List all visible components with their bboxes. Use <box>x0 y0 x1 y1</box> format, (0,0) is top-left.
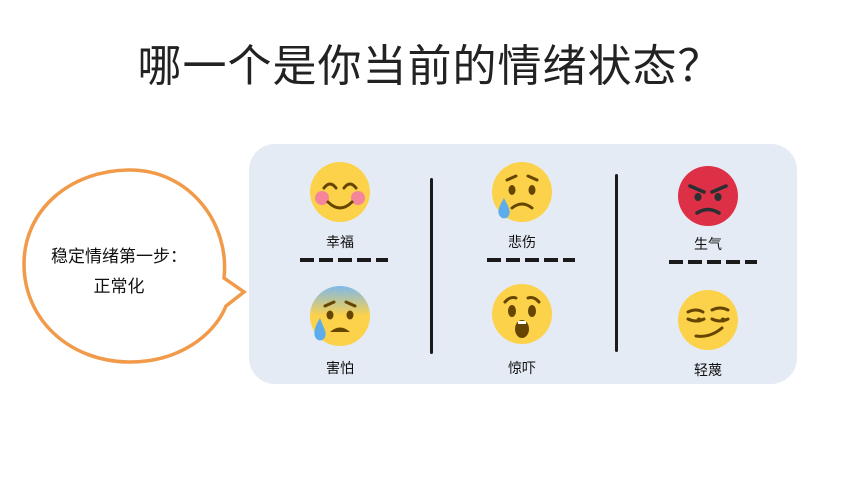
emotion-label-happy: 幸福 <box>326 235 354 251</box>
bubble-text: 稳定情绪第一步： 正常化 <box>24 242 214 302</box>
divider-dashed-1 <box>300 258 388 262</box>
emotion-label-afraid: 害怕 <box>326 361 354 377</box>
bubble-line-1: 稳定情绪第一步： <box>51 247 187 267</box>
speech-bubble <box>22 168 247 364</box>
emotion-label-sad: 悲伤 <box>508 235 536 251</box>
afraid-emoji-icon <box>310 286 370 346</box>
emotion-label-shocked: 惊吓 <box>508 361 536 377</box>
sad-emoji-icon <box>492 162 552 222</box>
happy-emoji-icon <box>310 162 370 222</box>
bubble-line-2: 正常化 <box>93 277 145 297</box>
shocked-emoji-icon <box>492 284 552 344</box>
emotion-label-contempt: 轻蔑 <box>694 363 722 379</box>
contempt-emoji-icon <box>678 290 738 350</box>
divider-dashed-2 <box>487 258 575 262</box>
angry-emoji-icon <box>678 166 738 226</box>
emotion-label-angry: 生气 <box>694 237 722 253</box>
divider-dashed-3 <box>669 260 757 264</box>
divider-vertical-1 <box>430 178 433 354</box>
divider-vertical-2 <box>615 174 618 352</box>
page-title: 哪一个是你当前的情绪状态？ <box>137 41 723 92</box>
